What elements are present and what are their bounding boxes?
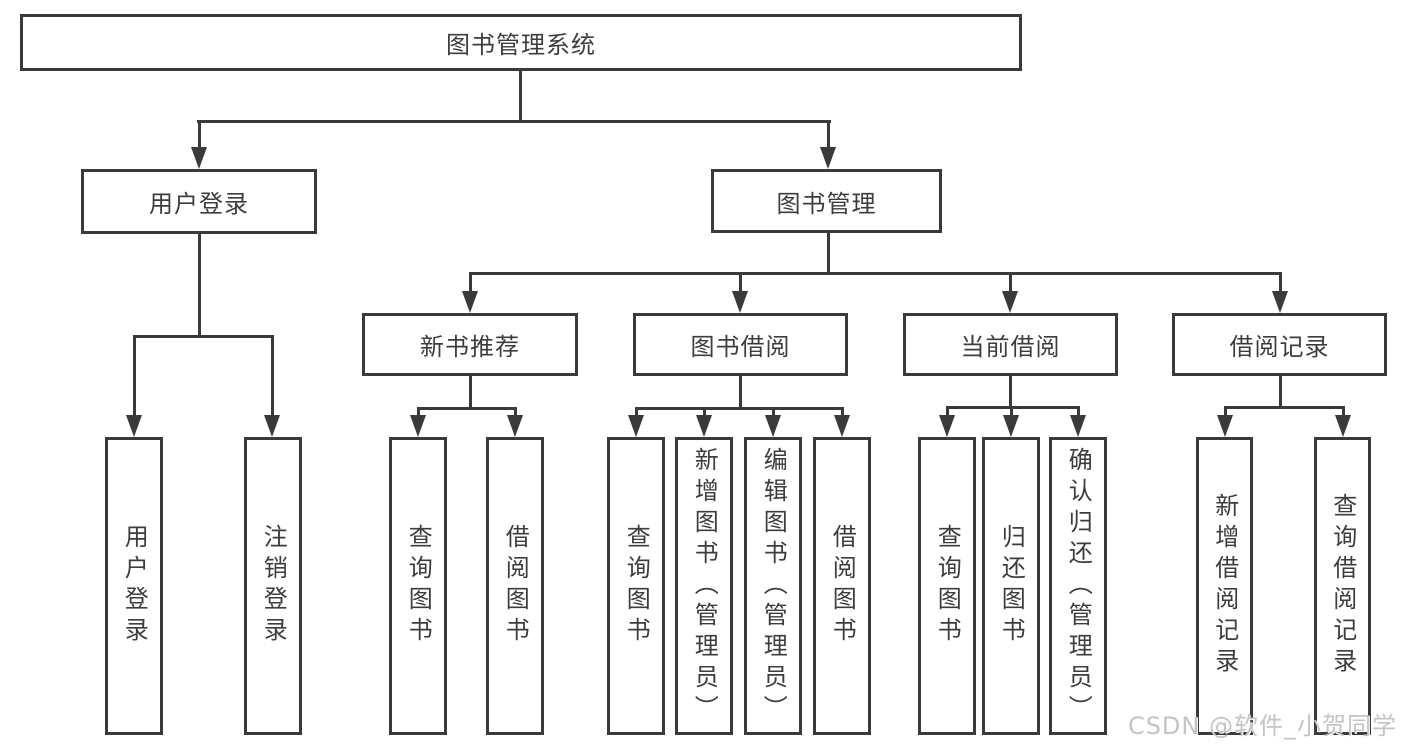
connector-stem-leaf4: [514, 407, 517, 419]
leaf-user-login: 用户登录: [105, 437, 163, 735]
connector-stem-leaf1: [133, 335, 136, 418]
leaf-confirm-return-admin: 确认归还（管理员）: [1049, 437, 1107, 735]
arrow-down-icon: [820, 147, 836, 169]
node-label: 注销登录: [259, 524, 288, 648]
connector-stem-user-login: [198, 120, 201, 150]
leaf-query-borrow-record: 查询借阅记录: [1314, 437, 1371, 735]
node-book-borrowing: 图书借阅: [633, 313, 848, 376]
arrow-down-icon: [732, 291, 748, 313]
node-label: 图书管理系统: [446, 31, 596, 59]
leaf-add-borrow-record: 新增借阅记录: [1196, 437, 1253, 735]
connector-stem-leaf12: [1224, 406, 1227, 419]
node-user-login: 用户登录: [81, 169, 317, 234]
leaf-add-books-admin: 新增图书（管理员）: [675, 437, 733, 735]
connector-borrow-stub: [739, 376, 742, 409]
leaf-query-books-current: 查询图书: [918, 437, 976, 735]
connector-stem-book-mgmt: [827, 120, 830, 150]
watermark-text: CSDN @软件_小贺同学: [1127, 712, 1397, 740]
connector-current-stub: [1009, 376, 1012, 408]
arrow-down-icon: [628, 415, 644, 437]
leaf-query-books-borrowing: 查询图书: [607, 437, 665, 735]
connector-level2-bar: [197, 120, 831, 123]
node-label: 借阅图书: [828, 524, 857, 648]
connector-stem-leaf2: [271, 335, 274, 418]
arrow-down-icon: [1272, 291, 1288, 313]
node-label: 查询图书: [622, 524, 651, 648]
connector-stem-borrow: [739, 272, 742, 296]
connector-stem-current: [1009, 272, 1012, 296]
leaf-return-books: 归还图书: [982, 437, 1040, 735]
node-label: 借阅图书: [501, 524, 530, 648]
connector-bookmgmt-stub: [827, 233, 830, 274]
arrow-down-icon: [191, 147, 207, 169]
node-book-management: 图书管理: [711, 169, 942, 233]
node-label: 查询图书: [404, 524, 433, 648]
arrow-down-icon: [1335, 415, 1351, 437]
connector-userlogin-stub: [198, 234, 201, 338]
node-new-book-recommend: 新书推荐: [362, 313, 578, 376]
arrow-down-icon: [1217, 415, 1233, 437]
node-label: 图书借阅: [690, 333, 791, 361]
node-label: 归还图书: [997, 524, 1026, 648]
arrow-down-icon: [765, 415, 781, 437]
connector-records-bar: [1224, 406, 1345, 409]
arrow-down-icon: [834, 415, 850, 437]
node-label: 新增图书（管理员）: [690, 446, 719, 726]
connector-stem-leaf6: [703, 407, 706, 419]
connector-stem-leaf8: [841, 407, 844, 419]
connector-stem-leaf9: [946, 406, 949, 419]
arrow-down-icon: [939, 415, 955, 437]
node-borrowing-records: 借阅记录: [1172, 313, 1387, 376]
arrow-down-icon: [410, 415, 426, 437]
leaf-borrow-books-recommend: 借阅图书: [486, 437, 544, 735]
connector-newbook-bar: [417, 407, 517, 410]
leaf-edit-books-admin: 编辑图书（管理员）: [744, 437, 802, 735]
arrow-down-icon: [1070, 415, 1086, 437]
connector-userlogin-bar: [133, 335, 273, 338]
node-label: 查询借阅记录: [1328, 493, 1357, 679]
node-label: 新书推荐: [420, 333, 520, 361]
arrow-down-icon: [507, 415, 523, 437]
arrow-down-icon: [264, 415, 280, 437]
arrow-down-icon: [696, 415, 712, 437]
node-label: 查询图书: [933, 524, 962, 648]
node-label: 当前借阅: [960, 333, 1061, 361]
connector-stem-leaf11: [1077, 406, 1080, 419]
connector-stem-leaf3: [417, 407, 420, 419]
arrow-down-icon: [462, 291, 478, 313]
connector-level3-bar: [469, 272, 1282, 275]
node-label: 借阅记录: [1229, 333, 1330, 361]
leaf-borrow-books-borrowing: 借阅图书: [813, 437, 871, 735]
connector-stem-leaf7: [772, 407, 775, 419]
connector-stem-newbook: [469, 272, 472, 296]
node-label: 新增借阅记录: [1210, 493, 1239, 679]
arrow-down-icon: [1002, 291, 1018, 313]
connector-borrow-bar: [635, 407, 844, 410]
node-label: 用户登录: [120, 524, 149, 648]
arrow-down-icon: [126, 415, 142, 437]
connector-stem-leaf10: [1010, 406, 1013, 419]
connector-stem-leaf5: [635, 407, 638, 419]
node-label: 编辑图书（管理员）: [759, 446, 788, 726]
connector-newbook-stub: [469, 376, 472, 409]
leaf-logout: 注销登录: [244, 437, 302, 735]
connector-records-stub: [1279, 376, 1282, 408]
node-current-borrowing: 当前借阅: [903, 313, 1118, 376]
connector-stem-leaf13: [1342, 406, 1345, 419]
node-label: 确认归还（管理员）: [1064, 446, 1093, 726]
connector-stem-records: [1279, 272, 1282, 296]
leaf-query-books-recommend: 查询图书: [389, 437, 447, 735]
node-label: 用户登录: [149, 190, 249, 218]
connector-current-bar: [946, 406, 1080, 409]
connector-root-stub: [519, 70, 522, 122]
node-label: 图书管理: [776, 189, 877, 218]
node-root-system: 图书管理系统: [20, 14, 1022, 71]
arrow-down-icon: [1003, 415, 1019, 437]
